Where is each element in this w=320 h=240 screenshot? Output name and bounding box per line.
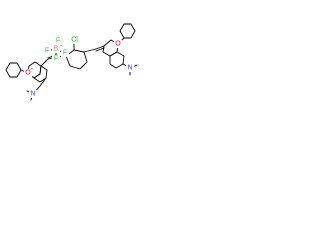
chlorine-atom: Cl <box>71 37 78 44</box>
chemical-structure-diagram: F F F F B − Cl O + N O N <box>5 23 138 101</box>
fluorine-atom-bottom: F <box>54 56 58 63</box>
right-heteroatoms: O N <box>114 40 134 72</box>
fluorine-atom-left: F <box>45 48 49 55</box>
chlorine-label-group: Cl <box>69 36 80 44</box>
nitrogen-atom-left: N <box>30 91 35 98</box>
oxygen-atom-left: O <box>25 70 31 77</box>
boron-charge: − <box>60 43 63 48</box>
fluorine-atom-top: F <box>56 38 60 45</box>
oxygen-atom-right: O <box>115 41 121 48</box>
counterion-bf4: F F F F B − <box>43 37 69 63</box>
nitrogen-atom-right: N <box>127 65 132 72</box>
boron-atom: B <box>54 46 59 53</box>
oxonium-charge: + <box>31 67 34 72</box>
fluorine-atom-right: F <box>63 50 67 57</box>
bond-lines <box>5 23 138 101</box>
left-heteroatoms: O + N <box>24 67 37 98</box>
